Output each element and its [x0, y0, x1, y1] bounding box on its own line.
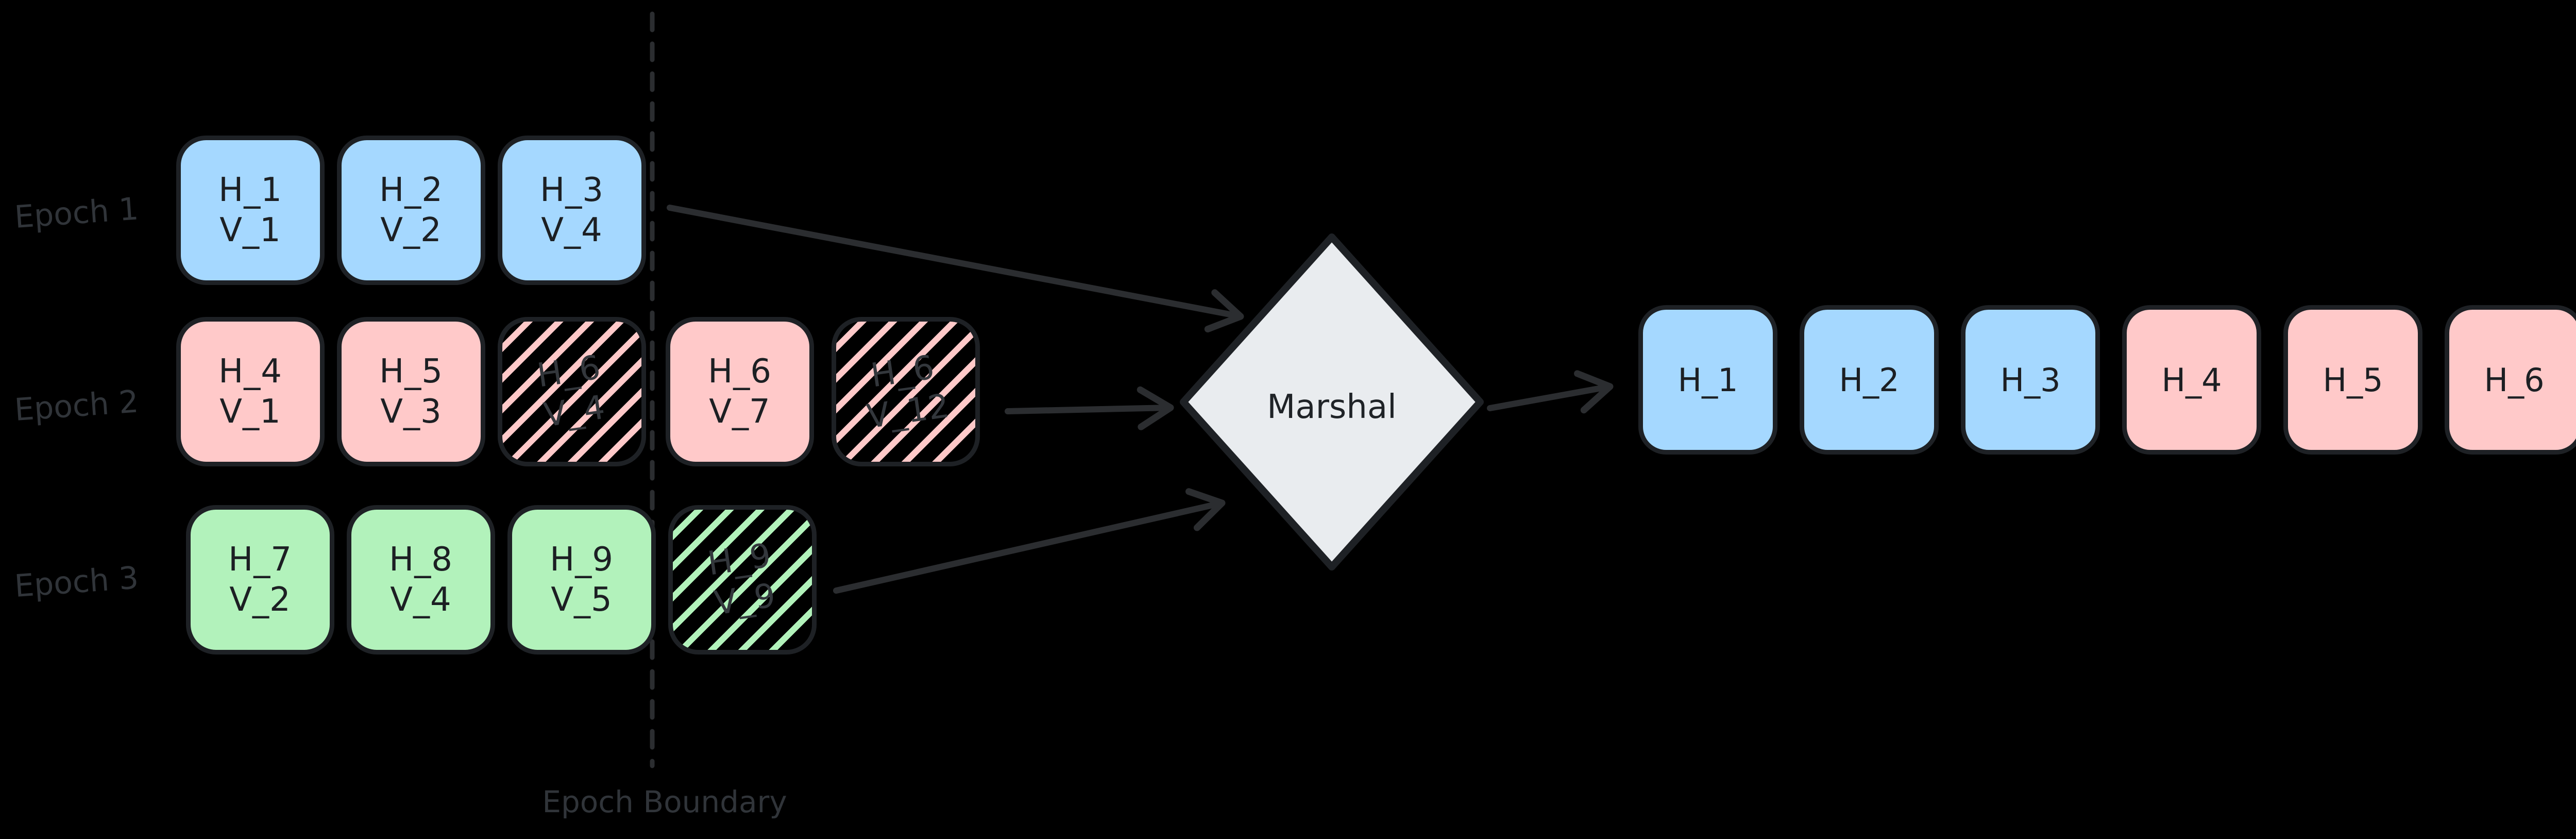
- packet-v-label: V_4: [541, 211, 603, 249]
- output-box-label: H_4: [2161, 361, 2222, 399]
- packet-box-text: H_5 V_3: [379, 351, 443, 432]
- packet-box-text: H_4 V_1: [218, 351, 282, 432]
- output-box-label: H_2: [1839, 361, 1900, 399]
- packet-box-h3-v4: H_3 V_4: [498, 136, 646, 285]
- arrow-epoch2-to-marshal: [1005, 386, 1174, 430]
- packet-box-h6-v7: H_6 V_7: [666, 317, 814, 466]
- packet-box-h7-v2: H_7 V_2: [186, 505, 334, 655]
- packet-v-label: V_9: [712, 576, 778, 623]
- output-box-h4: H_4: [2122, 305, 2261, 455]
- output-box-label: H_3: [2000, 361, 2061, 399]
- packet-box-text: H_9 V_5: [550, 540, 614, 620]
- packet-v-label: V_1: [219, 393, 281, 431]
- packet-v-label: V_5: [551, 581, 613, 619]
- packet-box-h4-v1: H_4 V_1: [176, 317, 325, 466]
- packet-box-h8-v4: H_8 V_4: [347, 505, 495, 655]
- output-box-h1: H_1: [1638, 305, 1777, 455]
- packet-h-label: H_8: [389, 541, 453, 579]
- packet-h-label: H_3: [540, 171, 604, 209]
- output-box-label: H_1: [1677, 361, 1738, 399]
- packet-box-text: H_6 V_7: [708, 351, 772, 432]
- dropped-packet-box-h9-v9: H_9 V_9: [668, 505, 817, 655]
- packet-box-h9-v5: H_9 V_5: [507, 505, 656, 655]
- packet-box-text: H_6 V_4: [535, 347, 609, 436]
- dropped-packet-box-h6-v12: H_6 V_12: [832, 317, 980, 466]
- packet-box-h2-v2: H_2 V_2: [337, 136, 485, 285]
- output-box-h2: H_2: [1800, 305, 1939, 455]
- packet-h-label: H_9: [550, 541, 614, 579]
- packet-h-label: H_5: [379, 353, 443, 391]
- packet-box-text: H_1 V_1: [218, 170, 282, 250]
- packet-h-label: H_2: [379, 171, 443, 209]
- epoch-boundary-label: Epoch Boundary: [542, 784, 787, 819]
- packet-box-h5-v3: H_5 V_3: [337, 317, 485, 466]
- output-box-label: H_5: [2323, 361, 2383, 399]
- arrow-marshal-to-output: [1487, 370, 1614, 414]
- packet-v-label: V_2: [380, 211, 442, 249]
- packet-box-h1-v1: H_1 V_1: [176, 136, 325, 285]
- output-box-h5: H_5: [2283, 305, 2422, 455]
- marshal-diamond: [1180, 233, 1484, 570]
- output-box-h6: H_6: [2445, 305, 2576, 455]
- packet-box-text: H_9 V_9: [705, 535, 779, 624]
- packet-box-text: H_7 V_2: [228, 540, 292, 620]
- packet-v-label: V_1: [219, 211, 281, 249]
- packet-v-label: V_7: [709, 393, 771, 431]
- output-box-label: H_6: [2484, 361, 2545, 399]
- packet-h-label: H_4: [218, 353, 282, 391]
- packet-v-label: V_2: [229, 581, 291, 619]
- packet-h-label: H_7: [228, 541, 292, 579]
- arrow-epoch3-to-marshal: [833, 488, 1226, 594]
- arrow-epoch1-to-marshal: [667, 205, 1244, 333]
- packet-box-text: H_3 V_4: [540, 170, 604, 250]
- dropped-packet-box-h6-v4: H_6 V_4: [498, 317, 646, 466]
- packet-v-label: V_4: [390, 581, 452, 619]
- packet-v-label: V_3: [380, 393, 442, 431]
- packet-h-label: H_6: [708, 353, 772, 391]
- packet-v-label: V_4: [541, 388, 608, 435]
- packet-box-text: H_6 V_12: [859, 346, 952, 438]
- output-box-h3: H_3: [1961, 305, 2100, 455]
- packet-h-label: H_1: [218, 171, 282, 209]
- marshal-label: Marshal: [1267, 388, 1397, 426]
- packet-box-text: H_2 V_2: [379, 170, 443, 250]
- packet-box-text: H_8 V_4: [389, 540, 453, 620]
